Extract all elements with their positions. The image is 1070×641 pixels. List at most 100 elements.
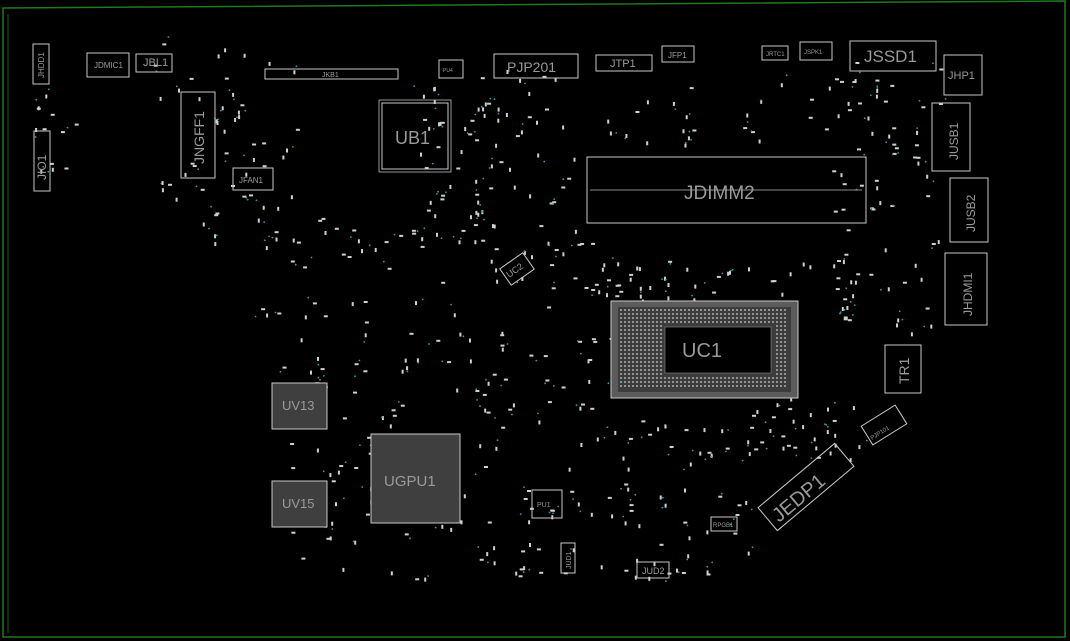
smd-pad <box>769 429 772 433</box>
smd-pad <box>509 167 511 172</box>
connector-jud2[interactable]: JUD2 <box>636 561 670 579</box>
connector-jhdd1[interactable]: JHDD1 <box>32 43 50 85</box>
via <box>552 385 555 387</box>
bga-ball <box>624 329 626 331</box>
smd-pad <box>826 430 829 435</box>
via <box>441 125 444 128</box>
smd-pad <box>153 64 158 67</box>
bga-ball <box>620 313 622 315</box>
connector-pjp101[interactable]: PJP101 <box>860 404 908 446</box>
connector-jedp1[interactable]: JEDP1 <box>757 442 855 532</box>
smd-pad <box>653 562 656 567</box>
smd-pad <box>357 239 360 244</box>
bga-ball <box>660 365 662 367</box>
smd-pad <box>35 128 38 132</box>
connector-jfan1[interactable]: JFAN1 <box>232 167 274 191</box>
bga-ball <box>648 329 650 331</box>
bga-ball <box>780 329 782 331</box>
smd-pad <box>624 483 629 486</box>
bga-ball <box>624 337 626 339</box>
svg-text:RPGB1: RPGB1 <box>713 523 734 529</box>
smd-pad <box>707 451 712 454</box>
smd-pad <box>572 548 575 553</box>
connector-jngff1[interactable]: JNGFF1 <box>180 91 216 179</box>
bga-ball <box>756 321 758 323</box>
cpu-uc1[interactable]: UC1 <box>610 300 799 399</box>
smd-pad <box>776 403 779 408</box>
smd-pad <box>268 61 271 66</box>
connector-jusb1[interactable]: JUSB1 <box>931 102 971 172</box>
bga-ball <box>780 353 782 355</box>
bga-ball <box>768 317 770 319</box>
connector-jssd1[interactable]: JSSD1 <box>849 40 937 72</box>
connector-jud1[interactable]: JUD1 <box>560 542 576 574</box>
via <box>552 203 554 206</box>
bga-ball <box>692 377 694 379</box>
bga-ball <box>696 385 698 387</box>
bga-ball <box>640 377 642 379</box>
chip-uc2[interactable]: UC2 <box>499 252 535 286</box>
smd-pad <box>49 162 54 165</box>
connector-jrtc1[interactable]: JRTC1 <box>761 45 789 61</box>
via <box>417 361 420 364</box>
bga-ball <box>636 385 638 387</box>
component-tr1[interactable]: TR1 <box>884 344 922 394</box>
smd-pad <box>628 437 633 440</box>
smd-pad <box>917 161 920 166</box>
bga-ball <box>660 309 662 311</box>
bga-ball <box>636 381 638 383</box>
bga-ball <box>680 381 682 383</box>
via <box>354 375 356 378</box>
smd-pad <box>486 411 491 414</box>
chip-pu4[interactable]: PU4 <box>438 59 464 79</box>
smd-pad <box>627 467 630 472</box>
connector-jio1[interactable]: JIO1 <box>33 130 51 192</box>
memory-uv13[interactable]: UV13 <box>271 382 328 430</box>
connector-jkb1[interactable]: JKB1 <box>264 68 399 80</box>
bga-ball <box>752 321 754 323</box>
connector-pjp201[interactable]: PJP201 <box>493 53 579 79</box>
chip-pu1[interactable]: PU1 <box>531 489 563 519</box>
chip-ub1[interactable]: UB1 <box>378 99 452 173</box>
smd-pad <box>477 200 480 205</box>
smd-pad <box>162 43 167 46</box>
smd-pad <box>840 80 844 83</box>
connector-jbl1[interactable]: JBL1 <box>135 53 173 73</box>
via <box>219 109 222 112</box>
connector-jusb2[interactable]: JUSB2 <box>949 177 989 243</box>
smd-pad <box>262 165 267 168</box>
component-rpgb1[interactable]: RPGB1 <box>710 516 738 532</box>
bga-ball <box>648 361 650 363</box>
smd-pad <box>527 116 532 119</box>
connector-jdimm2[interactable]: JDIMM2 <box>586 156 867 224</box>
smd-pad <box>590 512 593 517</box>
gpu-ugpu1[interactable]: UGPU1 <box>370 433 461 524</box>
bga-ball <box>640 353 642 355</box>
smd-pad <box>551 287 556 290</box>
bga-ball <box>764 377 766 379</box>
svg-text:JRTC1: JRTC1 <box>766 52 785 58</box>
smd-pad <box>847 101 850 106</box>
bga-ball <box>664 385 666 387</box>
bga-ball <box>636 337 638 339</box>
bga-ball <box>776 317 778 319</box>
smd-pad <box>629 277 632 282</box>
smd-pad <box>641 420 646 423</box>
smd-pad <box>682 129 685 134</box>
memory-uv15[interactable]: UV15 <box>271 480 328 528</box>
bga-ball <box>748 309 750 311</box>
connector-jdmic1[interactable]: JDMIC1 <box>86 52 130 78</box>
smd-pad <box>415 301 417 306</box>
smd-pad <box>469 338 471 343</box>
bga-ball <box>720 385 722 387</box>
bga-ball <box>772 317 774 319</box>
connector-jfp1[interactable]: JFP1 <box>661 45 695 63</box>
connector-jtp1[interactable]: JTP1 <box>595 54 653 72</box>
via <box>924 160 927 163</box>
connector-jhdmi1[interactable]: JHDMI1 <box>944 252 988 326</box>
smd-pad <box>746 113 749 118</box>
via <box>691 449 694 452</box>
svg-text:JUD2: JUD2 <box>642 566 665 576</box>
connector-jspk1[interactable]: JSPK1 <box>799 41 833 61</box>
connector-jhp1[interactable]: JHP1 <box>943 54 983 96</box>
